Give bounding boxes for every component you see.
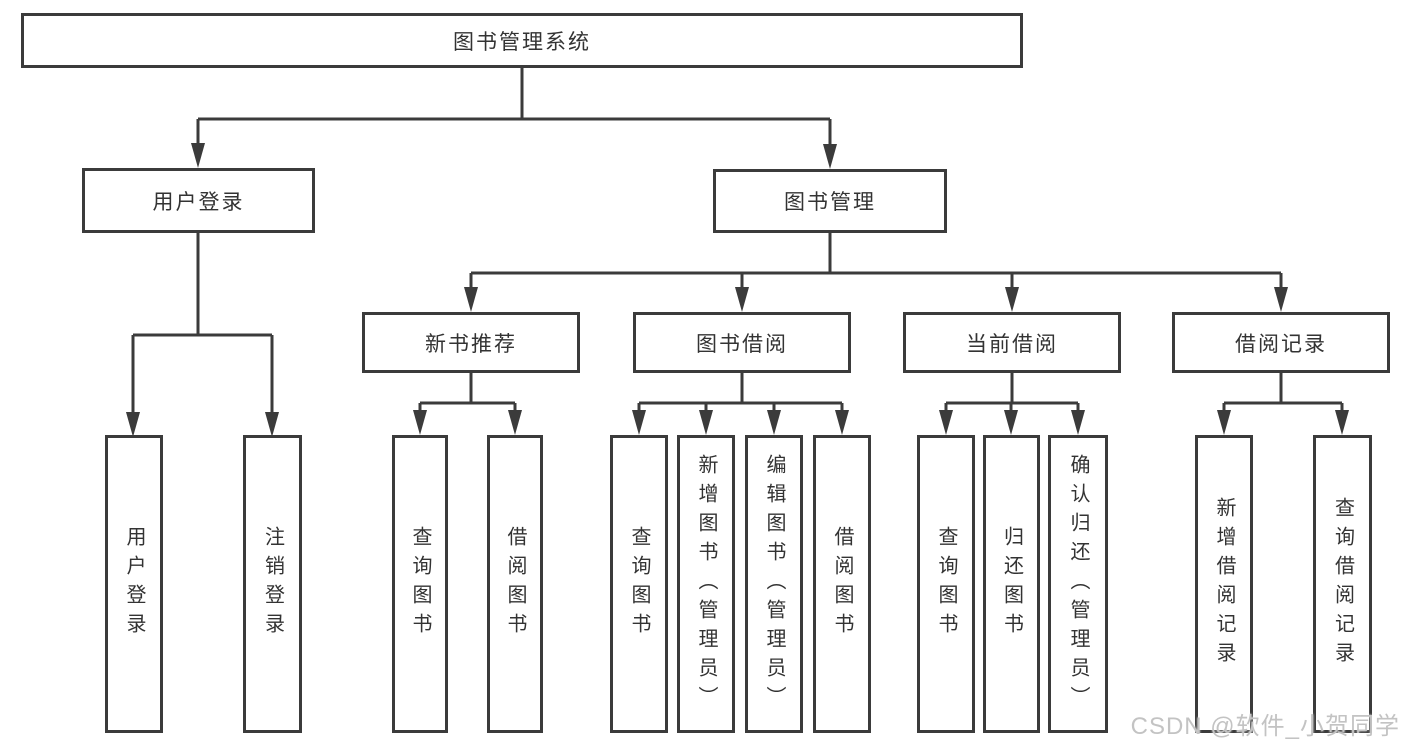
arrowheads [126,143,1349,437]
leaf-label: 归还图书 [1000,526,1023,642]
leaf-query-books: 查询图书 [392,435,448,733]
leaf-label: 用户登录 [123,526,145,642]
leaf-query-borrow-record: 查询借阅记录 [1313,435,1372,733]
leaf-label: 编辑图书（管理员） [763,453,785,715]
leaf-label: 查询图书 [935,526,957,642]
leaf-add-book-admin: 新增图书（管理员） [677,435,735,733]
leaf-return-books: 归还图书 [983,435,1040,733]
leaf-user-login: 用户登录 [105,435,163,733]
node-user-login: 用户登录 [82,168,315,233]
leaf-label: 新增图书（管理员） [695,453,717,715]
connector-new-book-branch [418,373,517,412]
node-library-system: 图书管理系统 [21,13,1023,68]
connector-book-borrow-branch [637,373,844,412]
node-borrow-records: 借阅记录 [1172,312,1390,373]
leaf-add-borrow-record: 新增借阅记录 [1195,435,1253,733]
node-label: 图书管理系统 [453,30,591,54]
node-book-borrow: 图书借阅 [633,312,851,373]
connector-borrow-record-branch [1222,373,1344,412]
node-label: 新书推荐 [425,332,517,356]
connector-book-mgmt-branch [469,233,1283,289]
leaf-label: 确认归还（管理员） [1067,453,1089,715]
leaf-edit-book-admin: 编辑图书（管理员） [745,435,803,733]
node-book-management: 图书管理 [713,169,947,233]
node-label: 当前借阅 [966,332,1058,356]
leaf-label: 查询图书 [409,526,431,642]
leaf-borrow-books: 借阅图书 [487,435,543,733]
node-current-borrow: 当前借阅 [903,312,1121,373]
leaf-logout-login: 注销登录 [243,435,302,733]
leaf-label: 注销登录 [261,526,284,642]
leaf-label: 借阅图书 [831,526,853,642]
leaf-label: 借阅图书 [504,526,526,642]
leaf-query-books: 查询图书 [917,435,975,733]
node-label: 用户登录 [152,190,245,214]
node-label: 图书借阅 [696,332,788,356]
leaf-label: 查询图书 [628,526,650,642]
leaf-borrow-books: 借阅图书 [813,435,871,733]
node-label: 图书管理 [784,191,876,214]
leaf-label: 新增借阅记录 [1213,497,1235,671]
node-label: 借阅记录 [1235,332,1327,356]
connector-user-login-branch [131,233,274,414]
leaf-label: 查询借阅记录 [1331,497,1354,671]
leaf-confirm-return-admin: 确认归还（管理员） [1048,435,1108,733]
csdn-watermark: CSDN @软件_小贺同学 [1130,713,1400,740]
connector-root-to-level2 [196,68,832,146]
leaf-query-books: 查询图书 [610,435,668,733]
connector-current-borrow-branch [944,373,1080,412]
node-new-book-recommend: 新书推荐 [362,312,580,373]
